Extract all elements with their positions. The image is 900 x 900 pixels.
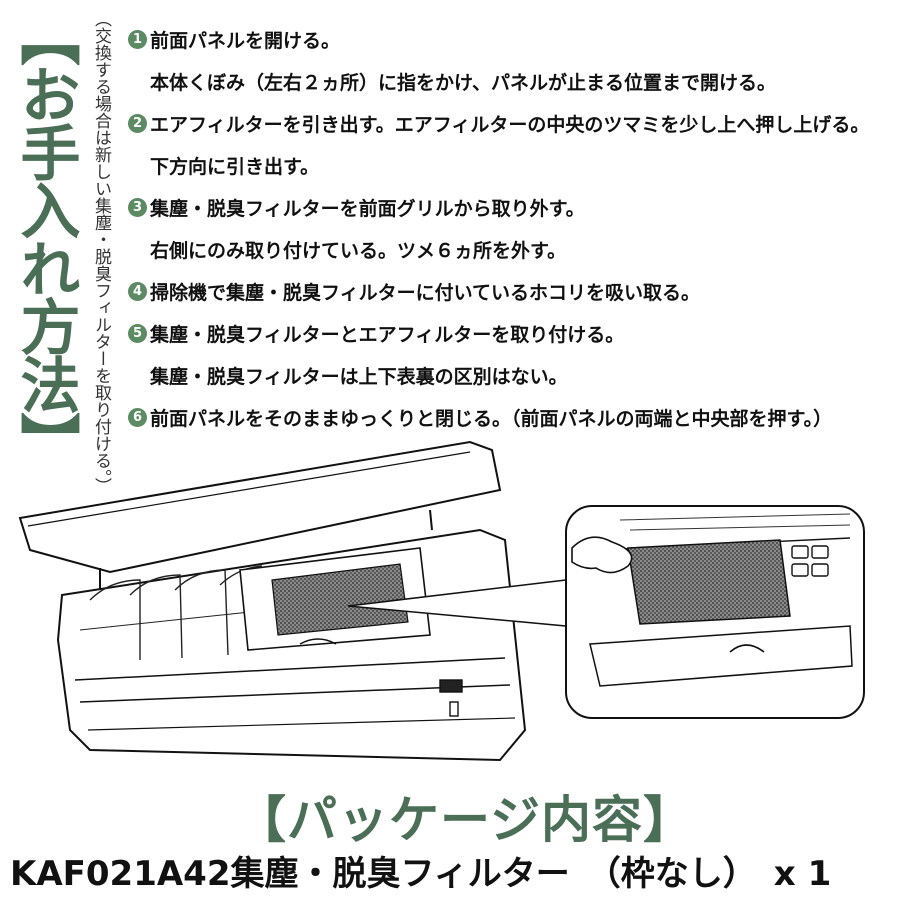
- unit-details: [299, 638, 463, 717]
- step-5: 5 集塵・脱臭フィルターとエアフィルターを取り付ける。: [128, 312, 898, 354]
- step-3-detail: 右側にのみ取り付けている。ツメ６ヵ所を外す。: [150, 239, 567, 262]
- step-3: 3 集塵・脱臭フィルターを前面グリルから取り外す。: [128, 186, 898, 228]
- step-1: 1 前面パネルを開ける。: [128, 18, 898, 60]
- step-text: 前面パネルをそのままゆっくりと閉じる。（前面パネルの両端と中央部を押す。）: [150, 407, 833, 430]
- step-number-badge: 6: [128, 407, 147, 427]
- side-title: 【お手入れ方法】: [8, 6, 82, 470]
- step-1-detail: 本体くぼみ（左右２ヵ所）に指をかけ、パネルが止まる位置まで開ける。: [150, 71, 777, 94]
- side-note: （交換する場合は新しい集塵・脱臭フィルターを取り付ける。）: [91, 10, 111, 495]
- step-5-detail: 集塵・脱臭フィルターは上下表裏の区別はない。: [150, 365, 568, 388]
- step-number-badge: 4: [128, 281, 147, 301]
- step-number-badge: 1: [128, 29, 147, 49]
- step-text: 掃除機で集塵・脱臭フィルターに付いているホコリを吸い取る。: [150, 281, 701, 304]
- deodorizing-filter: [271, 563, 409, 636]
- step-2: 2 エアフィルターを引き出す。エアフィルターの中央のツマミを少し上へ押し上げる。: [128, 102, 898, 144]
- step-text: 集塵・脱臭フィルターを前面グリルから取り外す。: [150, 197, 585, 220]
- package-item: KAF021A42集塵・脱臭フィルター （枠なし） x 1: [10, 854, 832, 894]
- aircon-illustration: [18, 440, 865, 762]
- step-number-badge: 2: [128, 113, 147, 133]
- instruction-steps: 1 前面パネルを開ける。 本体くぼみ（左右２ヵ所）に指をかけ、パネルが止まる位置…: [128, 18, 898, 438]
- hand-icon: [571, 536, 633, 574]
- step-2-detail: 下方向に引き出す。: [150, 155, 320, 178]
- step-text: エアフィルターを引き出す。エアフィルターの中央のツマミを少し上へ押し上げる。: [150, 113, 870, 136]
- step-number-badge: 3: [128, 197, 147, 217]
- side-title-text: 【お手入れ方法】: [10, 6, 80, 470]
- grille-ribs: [79, 565, 263, 660]
- zoom-callout: [565, 505, 865, 719]
- step-6: 6 前面パネルをそのままゆっくりと閉じる。（前面パネルの両端と中央部を押す。）: [128, 396, 898, 438]
- front-panel: [18, 440, 502, 590]
- package-heading: 【パッケージ内容】: [236, 791, 694, 849]
- step-number-badge: 5: [128, 323, 147, 343]
- step-text: 前面パネルを開ける。: [150, 29, 341, 52]
- step-4: 4 掃除機で集塵・脱臭フィルターに付いているホコリを吸い取る。: [128, 270, 898, 312]
- step-text: 集塵・脱臭フィルターとエアフィルターを取り付ける。: [150, 323, 625, 346]
